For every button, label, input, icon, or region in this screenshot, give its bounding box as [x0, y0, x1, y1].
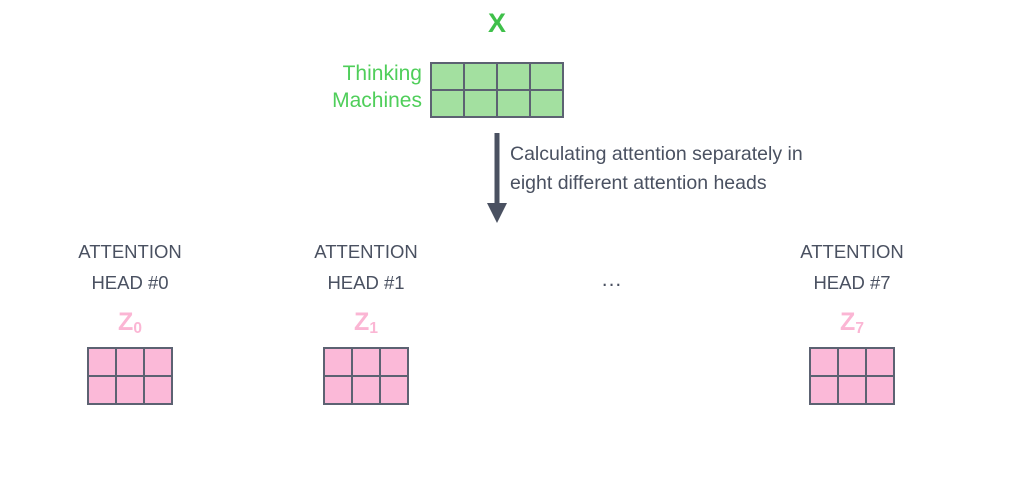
matrix-cell: [839, 377, 865, 403]
attention-head-7-z-subscript: 7: [855, 319, 864, 337]
attention-head-7-z-base: Z: [840, 308, 856, 336]
input-matrix-group: X Thinking Machines: [0, 0, 1018, 130]
attention-head-7: ATTENTION HEAD #7 Z7: [742, 236, 962, 405]
attention-head-0-title: ATTENTION HEAD #0: [20, 236, 240, 298]
matrix-cell: [531, 64, 562, 89]
input-matrix-label: X: [487, 8, 506, 38]
input-row-labels: Thinking Machines: [250, 60, 422, 114]
input-matrix-grid: [430, 62, 564, 118]
matrix-cell: [353, 377, 379, 403]
attention-head-1-output-matrix: [323, 347, 409, 405]
attention-head-0-z-label: Z0: [20, 308, 240, 337]
attention-head-7-title-line1: ATTENTION: [800, 241, 904, 262]
matrix-cell: [325, 377, 351, 403]
attention-head-7-z-label: Z7: [742, 308, 962, 337]
attention-head-7-title: ATTENTION HEAD #7: [742, 236, 962, 298]
matrix-cell: [145, 377, 171, 403]
matrix-cell: [381, 377, 407, 403]
transition-caption: Calculating attention separately in eigh…: [510, 140, 930, 198]
matrix-cell: [381, 349, 407, 375]
transition-caption-line2: eight different attention heads: [510, 172, 767, 194]
input-row-label-machines: Machines: [332, 89, 422, 112]
attention-head-1-title-line2: HEAD #1: [327, 272, 405, 293]
matrix-cell: [867, 377, 893, 403]
input-row-label-thinking: Thinking: [342, 62, 422, 85]
matrix-cell: [465, 64, 496, 89]
matrix-cell: [117, 377, 143, 403]
attention-head-7-title-line2: HEAD #7: [813, 272, 891, 293]
attention-head-1-z-base: Z: [354, 308, 370, 336]
attention-head-0-output-matrix: [87, 347, 173, 405]
matrix-cell: [465, 91, 496, 116]
matrix-cell: [325, 349, 351, 375]
attention-head-0-title-line2: HEAD #0: [91, 272, 169, 293]
matrix-cell: [89, 377, 115, 403]
matrix-cell: [531, 91, 562, 116]
attention-head-0-title-line1: ATTENTION: [78, 241, 182, 262]
attention-head-1: ATTENTION HEAD #1 Z1: [256, 236, 476, 405]
attention-head-1-title: ATTENTION HEAD #1: [256, 236, 476, 298]
attention-head-0-z-base: Z: [118, 308, 134, 336]
attention-heads-row: ATTENTION HEAD #0 Z0 ATTENTION HEAD #1 Z…: [0, 236, 1018, 483]
matrix-cell: [432, 91, 463, 116]
matrix-cell: [498, 64, 529, 89]
transition-caption-line1: Calculating attention separately in: [510, 143, 803, 165]
attention-head-1-z-subscript: 1: [369, 319, 378, 337]
attention-head-1-title-line1: ATTENTION: [314, 241, 418, 262]
attention-head-0: ATTENTION HEAD #0 Z0: [20, 236, 240, 405]
attention-head-1-z-label: Z1: [256, 308, 476, 337]
attention-head-7-output-matrix: [809, 347, 895, 405]
matrix-cell: [839, 349, 865, 375]
matrix-cell: [353, 349, 379, 375]
attention-head-0-z-subscript: 0: [133, 319, 142, 337]
heads-ellipsis: ...: [601, 268, 623, 291]
matrix-cell: [117, 349, 143, 375]
matrix-cell: [811, 349, 837, 375]
matrix-cell: [498, 91, 529, 116]
matrix-cell: [432, 64, 463, 89]
matrix-cell: [145, 349, 171, 375]
matrix-cell: [89, 349, 115, 375]
matrix-cell: [811, 377, 837, 403]
matrix-cell: [867, 349, 893, 375]
